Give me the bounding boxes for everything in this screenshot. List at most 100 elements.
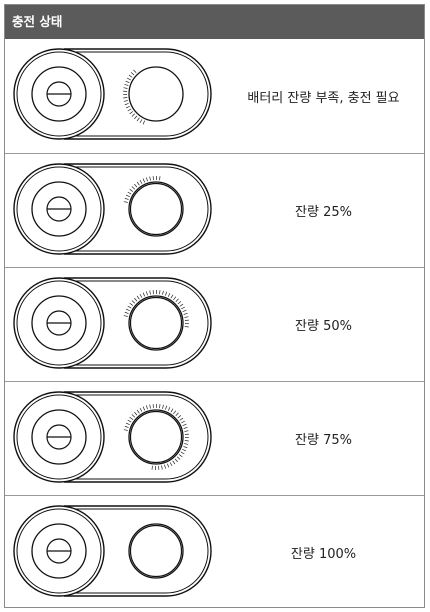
button-ring xyxy=(31,523,87,579)
row-label: 잔량 50% xyxy=(295,319,352,334)
body-inner-ring xyxy=(16,280,102,366)
case-outline xyxy=(64,277,212,369)
level-tick xyxy=(165,291,168,296)
indicator-ring xyxy=(128,181,184,237)
button-icon xyxy=(46,310,72,336)
level-tick xyxy=(180,451,185,455)
level-tick xyxy=(131,113,136,117)
level-tick xyxy=(139,119,143,124)
level-tick xyxy=(134,411,138,416)
level-tick xyxy=(181,306,186,310)
level-tick xyxy=(136,295,140,300)
level-tick xyxy=(124,197,129,200)
level-tick xyxy=(162,290,164,295)
case-outline xyxy=(64,163,212,255)
level-tick xyxy=(133,69,137,74)
level-tick xyxy=(146,177,148,182)
level-tick xyxy=(136,181,140,186)
level-tick xyxy=(123,315,128,317)
level-tick xyxy=(142,406,145,411)
level-tick xyxy=(125,80,130,83)
level-tick xyxy=(182,309,187,312)
indicator-light-ring xyxy=(129,524,183,578)
charging-case-icon xyxy=(13,163,212,255)
case-inner-outline xyxy=(64,280,209,366)
level-tick xyxy=(130,72,135,76)
level-tick xyxy=(131,300,136,304)
indicator-ring xyxy=(128,295,184,351)
level-tick xyxy=(183,427,188,429)
level-tick xyxy=(123,87,128,89)
level-tick xyxy=(181,420,186,424)
level-tick xyxy=(149,176,151,181)
level-tick xyxy=(134,297,138,302)
level-tick xyxy=(123,429,128,431)
level-tick xyxy=(128,74,133,78)
charging-case-icon xyxy=(13,391,212,483)
indicator-ring xyxy=(128,66,184,122)
indicator-light-ring xyxy=(129,410,183,464)
level-tick xyxy=(167,463,170,468)
table-row: 잔량 75% xyxy=(5,381,424,495)
level-tick xyxy=(129,111,134,115)
level-tick xyxy=(179,417,184,421)
case-inner-outline xyxy=(64,394,209,480)
level-tick xyxy=(123,100,128,102)
level-tick xyxy=(182,423,187,426)
table-row: 배터리 잔량 부족, 충전 필요 xyxy=(5,39,424,153)
level-tick xyxy=(184,430,189,432)
button-ring xyxy=(31,295,87,351)
case-inner-outline xyxy=(64,51,209,137)
level-tick xyxy=(125,422,130,426)
table-row: 잔량 100% xyxy=(5,495,424,609)
level-tick xyxy=(136,409,140,414)
button-icon xyxy=(46,196,72,222)
level-tick xyxy=(129,188,134,192)
body-inner-ring xyxy=(16,51,102,137)
row-label: 잔량 100% xyxy=(290,547,357,562)
level-tick xyxy=(169,462,173,467)
level-tick xyxy=(176,456,181,460)
level-tick xyxy=(149,290,151,295)
level-tick xyxy=(125,308,130,312)
level-tick xyxy=(129,302,134,306)
charging-case-icon xyxy=(13,505,212,597)
button-ring xyxy=(31,181,87,237)
indicator-light-ring xyxy=(129,182,183,236)
level-tick xyxy=(161,465,163,470)
indicator-ring xyxy=(128,523,184,579)
level-tick xyxy=(127,191,132,195)
row-label: 잔량 25% xyxy=(295,205,352,220)
level-tick xyxy=(178,454,183,458)
header-title: 충전 상태 xyxy=(12,14,63,29)
level-tick xyxy=(127,108,132,112)
level-tick xyxy=(126,77,131,81)
level-tick xyxy=(123,201,128,203)
level-tick xyxy=(175,412,179,417)
level-tick xyxy=(183,446,188,449)
level-tick xyxy=(167,406,171,411)
level-tick xyxy=(131,186,136,190)
button-icon xyxy=(46,538,72,564)
level-tick xyxy=(129,416,134,420)
level-tick xyxy=(125,105,130,109)
level-tick xyxy=(146,405,148,410)
level-tick xyxy=(182,448,187,452)
level-tick xyxy=(177,415,182,419)
level-tick xyxy=(139,293,143,298)
level-tick xyxy=(170,408,174,413)
level-tick xyxy=(184,443,189,445)
case-outline xyxy=(64,391,212,483)
level-tick xyxy=(184,316,189,318)
level-tick xyxy=(170,294,174,299)
level-tick xyxy=(142,120,145,125)
level-tick xyxy=(124,84,129,86)
level-tick xyxy=(125,194,130,198)
body-inner-ring xyxy=(16,166,102,252)
case-inner-outline xyxy=(64,166,209,252)
button-icon xyxy=(46,81,72,107)
level-tick xyxy=(172,460,176,465)
table-row: 잔량 50% xyxy=(5,267,424,381)
body-inner-ring xyxy=(16,508,102,594)
level-tick xyxy=(173,296,177,301)
